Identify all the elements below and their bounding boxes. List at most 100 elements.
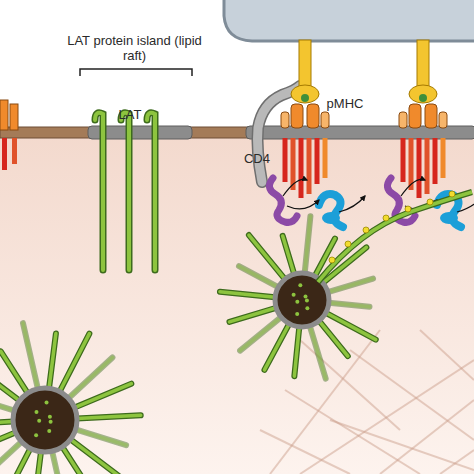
lat-vesicle (0, 442, 22, 474)
lat-vesicle (319, 321, 348, 356)
tcr-complex (269, 40, 365, 227)
actin-filament (380, 400, 474, 474)
lat-vesicle (0, 432, 16, 453)
lat-vesicle (298, 283, 302, 287)
tcr-complex (283, 138, 288, 182)
phosphorylation-arrow (283, 179, 365, 212)
phospho-lat (427, 199, 433, 205)
lat-vesicle (47, 429, 51, 433)
phospho-lat (405, 206, 411, 212)
tcr-complex (307, 104, 319, 128)
tcr-complex (323, 138, 328, 178)
lat-vesicle (283, 236, 295, 274)
tcr-complex (299, 138, 304, 198)
phospho-lat (345, 241, 351, 247)
tcr-complex (307, 138, 312, 194)
lat-vesicle (74, 384, 131, 408)
actin-filament (260, 430, 350, 474)
lat-vesicle (229, 308, 276, 322)
molecule-label: LAT (115, 107, 145, 122)
lat-vesicle (49, 334, 56, 389)
lat-vesicle (220, 292, 275, 298)
tcr-complex (287, 200, 319, 209)
phospho-lat (318, 191, 472, 282)
lat-vesicle (23, 323, 38, 389)
lat-vesicle (76, 429, 127, 445)
lat-vesicle (23, 323, 38, 389)
lat-vesicle (229, 308, 276, 322)
lat-vesicle (52, 451, 66, 474)
tcr-complex (399, 112, 407, 128)
tcr-complex (419, 94, 427, 102)
lat-vesicle (295, 300, 299, 304)
apc-cell (224, 0, 474, 41)
phospho-lat (318, 192, 472, 282)
lat-vesicle (13, 388, 77, 452)
lat-vesicle (33, 452, 41, 474)
lat-vesicle (294, 327, 299, 376)
tcr-complex (10, 104, 18, 130)
tcr-complex (319, 194, 343, 227)
lat-vesicle (305, 216, 311, 273)
lat-vesicle (249, 235, 285, 279)
tcr-complex (2, 138, 7, 170)
tcr-complex (339, 196, 365, 212)
lat-protein (147, 113, 155, 270)
lat-vesicle (62, 447, 93, 474)
lat-vesicle (292, 293, 296, 297)
lat-vesicle (77, 415, 141, 418)
lat-vesicle (1, 351, 28, 393)
lat-vesicle (328, 279, 373, 293)
lat-vesicle (319, 321, 348, 356)
lat-protein (121, 113, 129, 270)
tcr-complex (321, 112, 329, 128)
lat-vesicle (34, 433, 38, 437)
phospho-lat (383, 215, 389, 221)
tcr-complex (291, 104, 303, 128)
tcr-complex (0, 100, 18, 170)
tcr-complex (409, 85, 437, 103)
lat-vesicle (295, 312, 299, 316)
lat-vesicle (305, 298, 309, 302)
molecule-label: pMHC (322, 96, 368, 111)
lat-vesicle (77, 415, 141, 418)
lat-vesicle (45, 400, 49, 404)
apc-cell (224, 0, 474, 41)
lat-vesicle (49, 334, 56, 389)
lat-protein (147, 113, 155, 270)
lat-vesicle (62, 447, 93, 474)
lat-vesicle (310, 326, 326, 379)
lat-vesicle (329, 303, 370, 307)
lat-vesicle (34, 410, 38, 414)
tcr-complex (315, 138, 320, 184)
actin-filament (440, 450, 474, 474)
raft-bracket (80, 69, 192, 76)
phospho-lat (449, 191, 455, 197)
lat-protein (121, 113, 129, 270)
tcr-complex (409, 104, 421, 128)
tcr-complex (440, 212, 458, 224)
lat-vesicle (220, 216, 376, 378)
lat-vesicle (0, 323, 141, 474)
phospho-lat (329, 257, 335, 263)
background (0, 132, 474, 474)
tcr-complex (417, 40, 429, 88)
lat-vesicle (305, 306, 309, 310)
lat-vesicle (239, 266, 278, 287)
lat-vesicle (305, 216, 311, 273)
tcr-complex (299, 40, 311, 88)
raft-bracket (80, 69, 192, 76)
lat-vesicle (76, 429, 127, 445)
lat-vesicle (239, 266, 278, 287)
lat-vesicle (37, 419, 41, 423)
lat-vesicle (310, 326, 326, 379)
tcr-complex (401, 179, 425, 196)
lat-vesicle (52, 451, 66, 474)
tcr-complex (12, 138, 17, 164)
lat-protein (95, 113, 155, 270)
actin-filament (285, 390, 420, 474)
